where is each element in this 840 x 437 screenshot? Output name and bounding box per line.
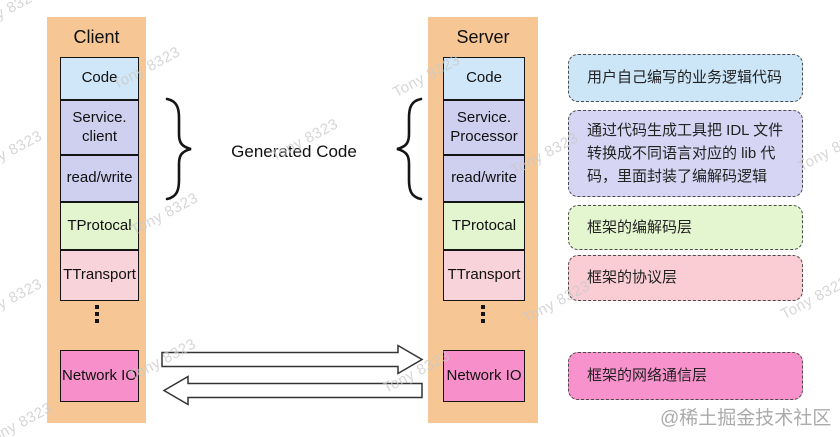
client-title: Client [73, 27, 120, 47]
right-curly-brace-icon [165, 97, 192, 201]
annotation-user-code: 用户自己编写的业务逻辑代码 [568, 54, 803, 102]
server-network-io-box: Network IO [443, 350, 525, 402]
server-ttransport-box: TTransport [443, 250, 525, 301]
vertical-ellipsis-icon [47, 305, 146, 323]
client-column: Client Code Service. client read/write T… [47, 17, 146, 423]
vertical-ellipsis-icon [428, 305, 538, 323]
server-readwrite-box: read/write [443, 155, 525, 202]
client-service-box: Service. client [60, 100, 139, 155]
left-curly-brace-icon [396, 97, 423, 201]
annotation-network-layer: 框架的网络通信层 [568, 352, 803, 400]
watermark: Tony 8323 [0, 127, 46, 178]
arrow-right-icon [161, 344, 424, 375]
server-tprotocal-box: TProtocal [443, 202, 525, 250]
server-service-box: Service. Processor [443, 100, 525, 155]
client-network-io-box: Network IO [60, 350, 139, 402]
server-column: Server Code Service. Processor read/writ… [428, 17, 538, 423]
credit-text: @稀土掘金技术社区 [660, 408, 832, 429]
server-title: Server [456, 27, 510, 47]
annotation-codec-layer: 框架的编解码层 [568, 205, 803, 250]
arrow-left-icon [162, 375, 423, 406]
client-readwrite-box: read/write [60, 155, 139, 202]
annotation-protocol-layer: 框架的协议层 [568, 255, 803, 301]
watermark: Tony 8323 [0, 275, 46, 326]
client-ttransport-box: TTransport [60, 250, 139, 301]
generated-code-label: Generated Code [231, 142, 357, 161]
network-arrows [161, 344, 424, 406]
server-code-box: Code [443, 57, 525, 100]
watermark: Tony 8323 [0, 0, 44, 36]
client-tprotocal-box: TProtocal [60, 202, 139, 250]
annotation-generated-lib: 通过代码生成工具把 IDL 文件 转换成不同语言对应的 lib 代 码，里面封装… [568, 110, 803, 197]
client-code-box: Code [60, 57, 139, 100]
